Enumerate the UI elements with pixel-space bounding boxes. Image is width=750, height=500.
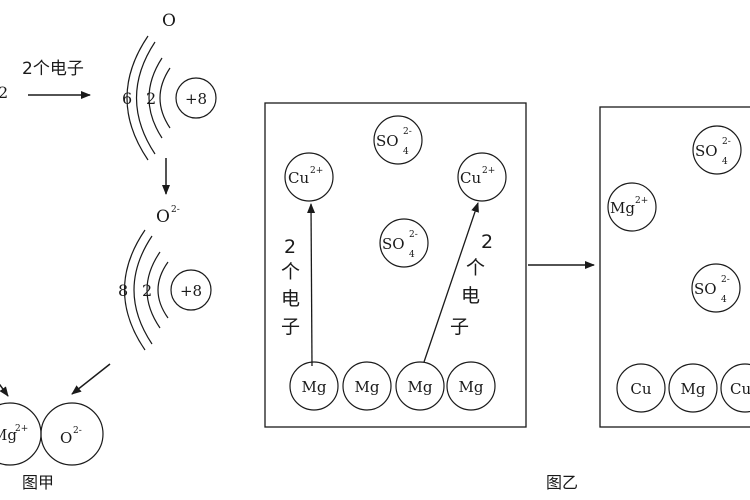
right-metal-row: Cu Mg Cu [616, 363, 750, 413]
sulfate-symbol: SO [695, 142, 718, 160]
electron-label-2: 2 个 电 子 [450, 231, 493, 338]
oxygen-atom: O +8 6 2 [122, 11, 217, 161]
right-sulfate-top: SO 4 2- [692, 125, 742, 175]
sulfate-charge: 2- [409, 230, 418, 240]
mg-atom [395, 361, 445, 411]
cu-atom-symbol: Cu [630, 380, 651, 398]
sulfate-charge: 2- [403, 127, 412, 137]
oxygen-outer-shell-2 [126, 35, 149, 161]
oxide-outer-shell-2 [123, 229, 146, 351]
mg-atom [342, 361, 392, 411]
oxygen-nucleus [175, 77, 217, 119]
sulfate-symbol: SO [382, 235, 405, 253]
cu-atom [720, 363, 750, 413]
left-sulfate-top: SO 4 2- [373, 115, 423, 165]
mg-atom [668, 363, 718, 413]
label-char: 个 [281, 261, 300, 283]
left-solution-box [264, 102, 527, 428]
oxide-ion-product-charge: 2- [73, 426, 82, 436]
left-cu-ion-2: Cu 2+ [457, 152, 507, 202]
cu-atom [616, 363, 666, 413]
sulfate-charge: 2- [721, 275, 730, 285]
oxide-charge: 2- [171, 205, 180, 215]
mg-atom [289, 361, 339, 411]
sulfate-symbol: SO [376, 132, 399, 150]
sulfate-charge: 2- [722, 137, 731, 147]
left-sulfate-mid: SO 4 2- [379, 218, 429, 268]
mg-atom-symbol: Mg [681, 380, 706, 398]
sulfate-subscript: 4 [409, 250, 415, 260]
label-char: 子 [450, 316, 469, 338]
oxide-outer-electrons: 8 [118, 281, 128, 300]
oxide-ion: O 2- +8 8 2 [118, 205, 212, 351]
electron-transfer-label: 2个电子 [22, 59, 84, 79]
cu-atom-symbol: Cu [730, 380, 750, 398]
label-char: 2 [284, 236, 296, 258]
oxide-inner-shell [157, 261, 169, 319]
left-shell-value: 2 [0, 83, 8, 102]
sulfate-subscript: 4 [721, 295, 727, 305]
cu-ion-symbol: Cu [460, 169, 481, 187]
electron-arrow-1 [307, 203, 316, 367]
mg-ion-symbol: Mg [610, 199, 635, 217]
figure-a-caption: 图甲 [22, 473, 54, 492]
mg-atom-symbol: Mg [459, 378, 484, 396]
figure-b: SO 4 2- SO 4 2- Cu 2+ Cu 2+ 2 个 电 子 [264, 102, 750, 492]
oxygen-inner-electrons: 2 [146, 89, 156, 108]
oxygen-inner-shell [159, 67, 171, 129]
label-char: 电 [281, 288, 300, 310]
sulfate-subscript: 4 [403, 147, 409, 157]
right-solution-box [599, 106, 750, 428]
oxide-outer-shell [133, 235, 153, 345]
mg-atom-symbol: Mg [302, 378, 327, 396]
sulfate-subscript: 4 [722, 157, 728, 167]
oxide-inner-electrons: 2 [142, 281, 152, 300]
mg-ion-charge: 2+ [635, 196, 648, 206]
cu-ion-charge: 2+ [482, 166, 495, 176]
oxygen-outer-electrons: 6 [122, 89, 132, 108]
electron-label-1: 2 个 电 子 [281, 236, 300, 338]
electron-arrow-2 [423, 202, 479, 363]
label-char: 2 [481, 231, 493, 253]
oxygen-inner-shell-2 [148, 57, 163, 139]
arrow-to-oxide-product [71, 363, 111, 395]
mg-ion-product-charge: 2+ [15, 424, 28, 434]
oxygen-outer-shell [135, 41, 156, 155]
arrow-to-mg-product [0, 383, 9, 397]
mg-ion-product-symbol: Mg [0, 426, 17, 444]
label-char: 电 [461, 285, 480, 307]
oxide-ion-product-symbol: O [60, 429, 72, 447]
oxide-ion-product [40, 402, 104, 466]
oxygen-nucleus-charge: +8 [185, 90, 207, 108]
oxide-nucleus [170, 269, 212, 311]
oxide-inner-shell-2 [146, 251, 161, 329]
sulfate-symbol: SO [694, 280, 717, 298]
label-char: 子 [281, 316, 300, 338]
cu-ion-symbol: Cu [288, 169, 309, 187]
figure-b-caption: 图乙 [546, 473, 578, 492]
oxygen-symbol: O [162, 11, 176, 31]
mg-metal-row: Mg Mg Mg Mg [289, 361, 496, 411]
oxide-symbol: O [156, 207, 170, 227]
mg-atom-symbol: Mg [355, 378, 380, 396]
mg-atom-symbol: Mg [408, 378, 433, 396]
left-cu-ion-1: Cu 2+ [284, 152, 334, 202]
cu-ion-charge: 2+ [310, 166, 323, 176]
figure-a: 2 2个电子 O +8 6 2 O 2- +8 8 [0, 11, 217, 492]
mg-atom [446, 361, 496, 411]
right-mg-ion: Mg 2+ [607, 182, 657, 232]
label-char: 个 [466, 257, 485, 279]
oxide-nucleus-charge: +8 [180, 282, 202, 300]
right-sulfate-bottom: SO 4 2- [691, 263, 741, 313]
